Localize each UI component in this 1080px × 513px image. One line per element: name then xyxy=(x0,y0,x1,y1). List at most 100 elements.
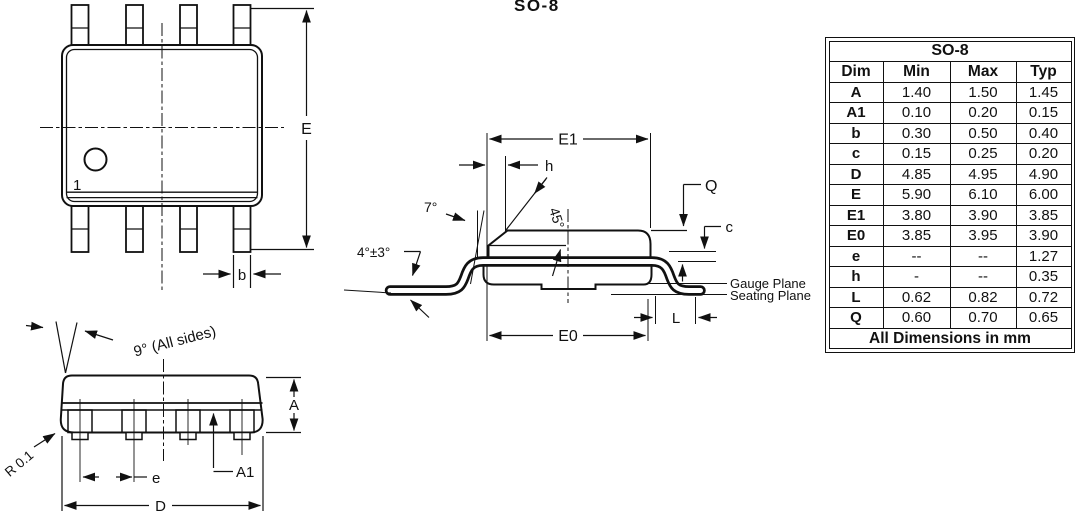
dim-cell: E0 xyxy=(828,225,884,247)
dim-cell: h xyxy=(828,266,884,288)
min-cell: 5.90 xyxy=(882,184,951,206)
dimension-D: D xyxy=(61,436,264,513)
dimension-h: h xyxy=(459,156,553,233)
dimension-e-label: e xyxy=(152,470,160,487)
draft-angle-label: 9° (All sides) xyxy=(132,323,218,361)
col-header-typ: Typ xyxy=(1015,61,1072,83)
max-cell: 6.10 xyxy=(949,184,1017,206)
dimension-E1-label: E1 xyxy=(558,132,578,149)
table-header-row: Dim Min Max Typ xyxy=(828,61,1072,83)
table-row: b 0.30 0.50 0.40 xyxy=(828,122,1072,144)
dim-cell: A xyxy=(828,81,884,103)
max-cell: 0.50 xyxy=(949,122,1017,144)
side-view-body xyxy=(59,374,264,434)
max-cell: 3.95 xyxy=(949,225,1017,247)
foot-angle-label: 4°±3° xyxy=(357,245,390,260)
lead-frame xyxy=(384,256,706,296)
front-view: E1 h 45° 7° xyxy=(343,132,811,345)
dim-cell: Q xyxy=(828,307,884,329)
typ-cell: 4.90 xyxy=(1015,163,1072,185)
dimension-b: b xyxy=(203,255,281,288)
dim-cell: E xyxy=(828,184,884,206)
max-cell: -- xyxy=(949,245,1017,267)
typ-cell: 0.35 xyxy=(1015,266,1072,288)
max-cell: 0.70 xyxy=(949,307,1017,329)
dimension-c-label: c xyxy=(726,219,734,236)
gauge-plane-label: Gauge Plane xyxy=(730,276,806,291)
max-cell: 0.82 xyxy=(949,286,1017,308)
typ-cell: 0.65 xyxy=(1015,307,1072,329)
dim-cell: L xyxy=(828,286,884,308)
table-row: L 0.62 0.82 0.72 xyxy=(828,286,1072,308)
dim-cell: E1 xyxy=(828,204,884,226)
pin1-marker xyxy=(83,147,108,172)
max-cell: 3.90 xyxy=(949,204,1017,226)
min-cell: 3.85 xyxy=(882,225,951,247)
table-row: h - -- 0.35 xyxy=(828,266,1072,288)
dimension-Q-label: Q xyxy=(705,178,717,195)
dimension-e: e xyxy=(82,470,160,487)
table-row: E 5.90 6.10 6.00 xyxy=(828,184,1072,206)
min-cell: 4.85 xyxy=(882,163,951,185)
lead-angle-7-callout: 7° xyxy=(424,199,485,285)
max-cell: 4.95 xyxy=(949,163,1017,185)
table-row: Q 0.60 0.70 0.65 xyxy=(828,307,1072,329)
min-cell: 0.15 xyxy=(882,143,951,165)
corner-radius-callout: R 0.1 xyxy=(2,432,56,480)
table-row: c 0.15 0.25 0.20 xyxy=(828,143,1072,165)
dimension-A-label: A xyxy=(289,397,299,414)
dimension-c: c xyxy=(669,219,734,282)
table-row: A1 0.10 0.20 0.15 xyxy=(828,102,1072,124)
max-cell: 0.20 xyxy=(949,102,1017,124)
seating-plane-label: Seating Plane xyxy=(730,288,811,303)
dimension-table: SO-8 Dim Min Max Typ A 1.40 1.50 1.45 A1… xyxy=(825,37,1075,353)
seating-plane-callout: Seating Plane xyxy=(611,288,811,303)
dimension-E1: E1 xyxy=(489,132,651,228)
table-title: SO-8 xyxy=(828,40,1072,62)
side-view: 9° (All sides) R 0.1 A A1 xyxy=(2,321,301,513)
col-header-max: Max xyxy=(949,61,1017,83)
dimension-E0-label: E0 xyxy=(558,328,578,345)
typ-cell: 1.27 xyxy=(1015,245,1072,267)
dimension-E: E xyxy=(251,7,314,251)
typ-cell: 3.90 xyxy=(1015,225,1072,247)
min-cell: 0.60 xyxy=(882,307,951,329)
dimension-D-label: D xyxy=(155,498,166,513)
typ-cell: 0.15 xyxy=(1015,102,1072,124)
foot-angle-callout: 4°±3° xyxy=(343,245,430,318)
chamfer-45-callout: 45° xyxy=(505,177,568,277)
dim-cell: A1 xyxy=(828,102,884,124)
max-cell: 1.50 xyxy=(949,81,1017,103)
table-row: A 1.40 1.50 1.45 xyxy=(828,81,1072,103)
table-row: E0 3.85 3.95 3.90 xyxy=(828,225,1072,247)
min-cell: 1.40 xyxy=(882,81,951,103)
dimension-A1-label: A1 xyxy=(236,464,254,481)
dimension-A1: A1 xyxy=(209,413,254,481)
dim-cell: b xyxy=(828,122,884,144)
min-cell: 0.62 xyxy=(882,286,951,308)
min-cell: -- xyxy=(882,245,951,267)
dimension-E0: E0 xyxy=(489,299,649,345)
typ-cell: 1.45 xyxy=(1015,81,1072,103)
typ-cell: 6.00 xyxy=(1015,184,1072,206)
table-row: E1 3.80 3.90 3.85 xyxy=(828,204,1072,226)
page-title: SO-8 xyxy=(514,0,560,15)
chamfer-45-label: 45° xyxy=(546,205,568,230)
dimension-A: A xyxy=(266,376,301,434)
typ-cell: 0.40 xyxy=(1015,122,1072,144)
dimension-b-label: b xyxy=(238,267,246,284)
gauge-plane-callout: Gauge Plane xyxy=(647,276,806,291)
top-view: 1 E b xyxy=(40,4,314,291)
side-view-legs xyxy=(67,399,255,482)
dimension-Q: Q xyxy=(651,178,717,232)
corner-radius-label: R 0.1 xyxy=(2,447,36,479)
col-header-dim: Dim xyxy=(828,61,884,83)
dimension-L-label: L xyxy=(672,310,680,327)
min-cell: - xyxy=(882,266,951,288)
col-header-min: Min xyxy=(882,61,951,83)
dim-cell: c xyxy=(828,143,884,165)
typ-cell: 3.85 xyxy=(1015,204,1072,226)
draft-angle-callout: 9° (All sides) xyxy=(25,321,218,374)
